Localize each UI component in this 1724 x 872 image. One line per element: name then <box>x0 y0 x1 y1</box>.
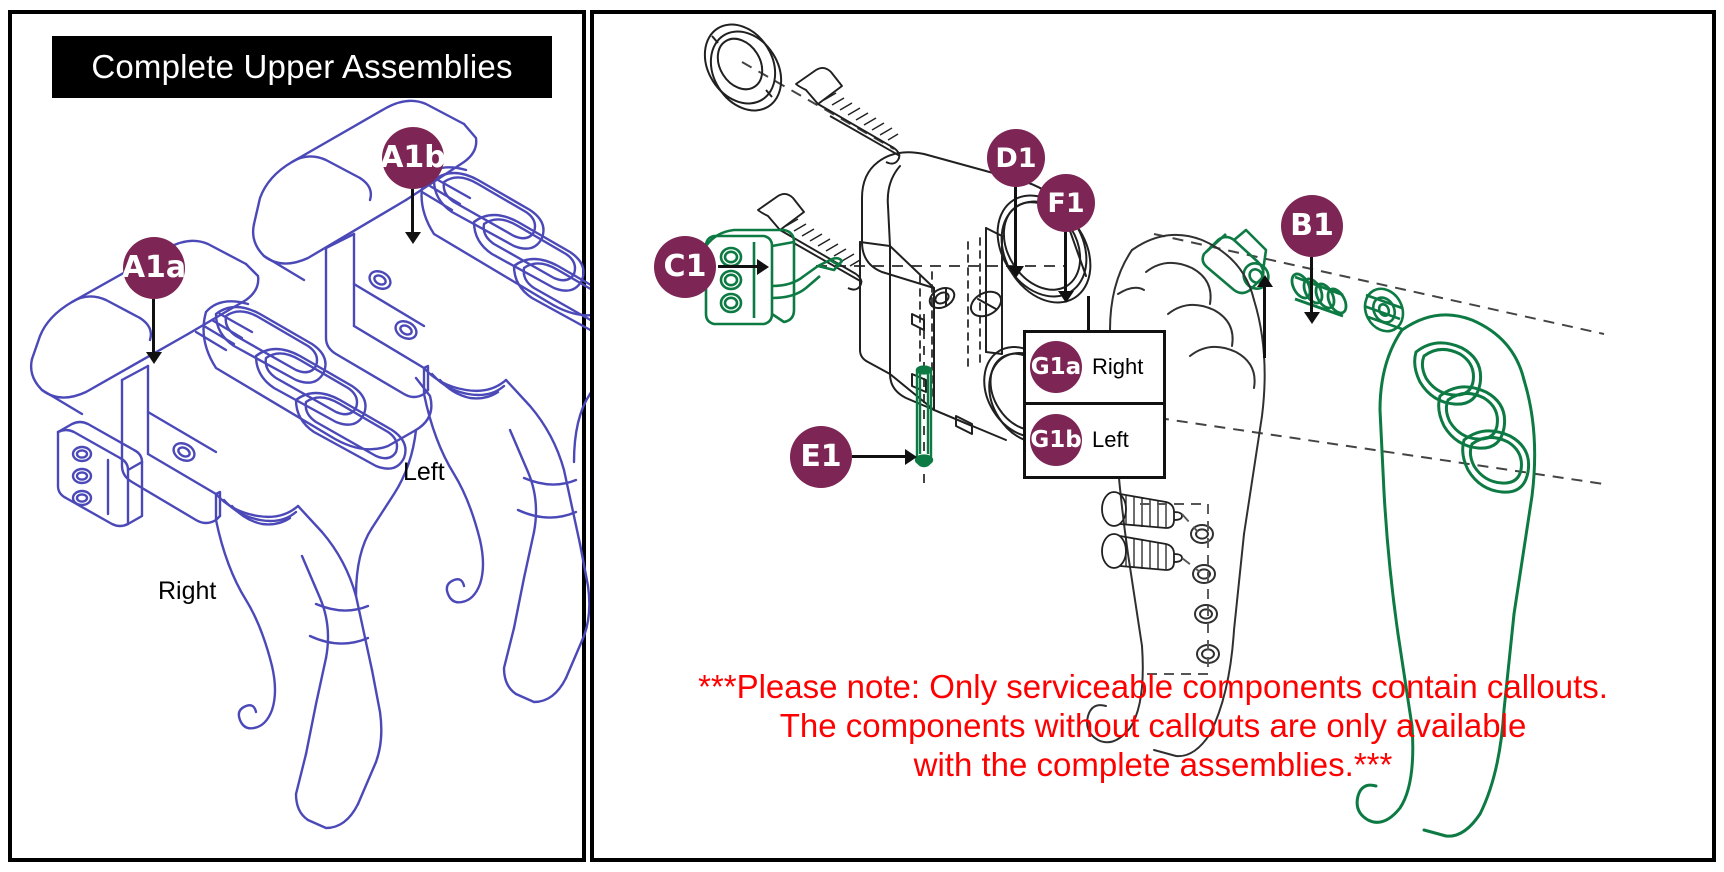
callout-f1-label: F1 <box>1047 187 1085 219</box>
callout-a1a-leader <box>145 299 162 364</box>
callout-d1-label: D1 <box>995 142 1037 174</box>
plunger-to-table-leader <box>1256 275 1273 358</box>
note-line-1: ***Please note: Only serviceable compone… <box>698 668 1608 705</box>
callout-b1-leader <box>1303 257 1320 324</box>
label-left-assembly: Left <box>403 458 445 486</box>
note-line-3: with the complete assemblies.*** <box>913 745 1393 783</box>
callout-d1-leader <box>1007 187 1024 278</box>
callout-f1-leader <box>1057 232 1074 303</box>
table-row[interactable]: G1a Right <box>1026 333 1163 405</box>
callout-g1a[interactable]: G1a <box>1030 341 1082 394</box>
callout-a1a[interactable]: A1a <box>121 237 187 299</box>
callout-e1[interactable]: E1 <box>790 426 852 488</box>
callout-b1[interactable]: B1 <box>1281 195 1343 257</box>
callout-e1-label: E1 <box>800 439 842 474</box>
side-variant-table: G1a Right G1b Left <box>1023 330 1166 479</box>
callout-f1[interactable]: F1 <box>1037 174 1095 232</box>
callout-c1[interactable]: C1 <box>654 236 716 298</box>
callout-c1-leader <box>718 258 769 275</box>
callout-g1b[interactable]: G1b <box>1030 414 1082 467</box>
left-panel-complete-upper-assemblies: Complete Upper Assemblies A1a A1b Right … <box>8 10 651 862</box>
callout-c1-label: C1 <box>663 249 707 284</box>
callout-e1-leader <box>852 448 917 465</box>
note-line-2: The components without callouts are only… <box>779 706 1527 744</box>
callout-d1[interactable]: D1 <box>987 129 1045 187</box>
left-panel-lineart <box>29 99 651 830</box>
panel-title-banner: Complete Upper Assemblies <box>52 36 552 98</box>
g1b-side-label: Left <box>1092 427 1129 453</box>
callout-a1b-label: A1b <box>380 140 446 175</box>
callout-b1-label: B1 <box>1290 208 1334 243</box>
table-row[interactable]: G1b Left <box>1026 405 1163 477</box>
g-table-leader <box>1087 296 1090 332</box>
serviceable-components-note: ***Please note: Only serviceable compone… <box>592 668 1714 785</box>
callout-a1a-label: A1a <box>121 250 187 285</box>
label-right-assembly: Right <box>158 577 217 605</box>
page-title: Complete Upper Assemblies <box>91 48 513 85</box>
callout-a1b[interactable]: A1b <box>380 127 446 189</box>
callout-g1a-label: G1a <box>1030 354 1082 381</box>
callout-a1b-leader <box>404 189 421 244</box>
g1a-side-label: Right <box>1092 354 1144 380</box>
callout-g1b-label: G1b <box>1030 427 1082 454</box>
